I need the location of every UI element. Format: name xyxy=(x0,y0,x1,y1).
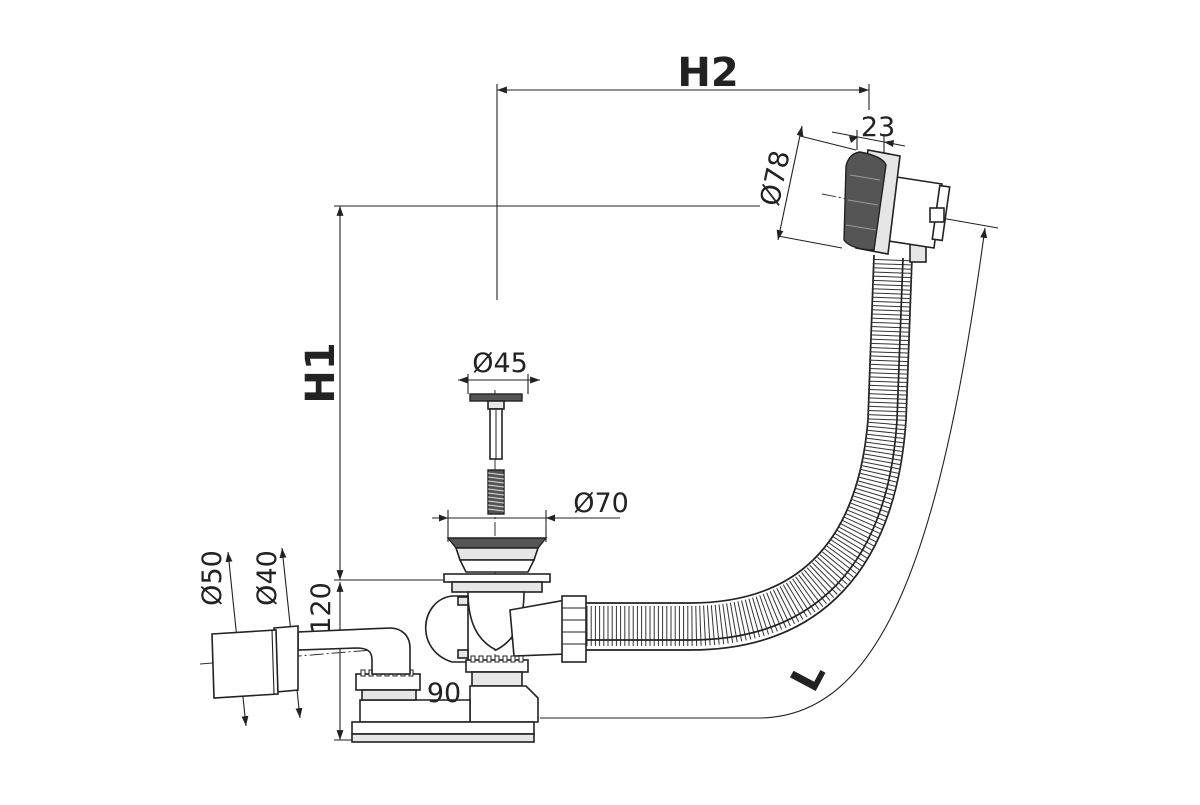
hose-rib xyxy=(870,339,910,340)
hose-rib xyxy=(873,264,913,265)
hose-rib xyxy=(867,406,907,407)
hose-rib xyxy=(859,473,898,482)
hose-rib xyxy=(804,570,830,601)
label-d50: Ø50 xyxy=(197,550,228,606)
hose-rib xyxy=(869,364,909,365)
nut-tooth xyxy=(471,656,475,662)
hose-rib xyxy=(870,348,910,349)
outlet-pipe xyxy=(212,630,278,698)
hose-rib xyxy=(860,469,899,478)
hose-rib xyxy=(871,301,911,302)
label-120: 120 xyxy=(306,582,337,634)
hose-rib xyxy=(870,327,910,328)
hose-rib xyxy=(825,549,857,574)
hose-rib xyxy=(866,434,906,438)
hose-rib xyxy=(861,462,900,470)
hose-rib xyxy=(873,259,913,260)
label-h2: H2 xyxy=(677,50,738,96)
hose-rib xyxy=(871,314,911,315)
hose-rib xyxy=(868,398,908,399)
hose-rib xyxy=(868,385,908,386)
label-90: 90 xyxy=(427,678,461,709)
hose-rib xyxy=(820,555,850,581)
plug-cap xyxy=(470,394,522,401)
hose-rib xyxy=(873,268,913,269)
hose-rib xyxy=(870,335,910,336)
hose-rib xyxy=(869,377,909,378)
plug-assembly xyxy=(470,394,522,514)
nut-tooth xyxy=(511,656,515,662)
hose-rib xyxy=(867,410,907,411)
hose-rib xyxy=(868,402,908,403)
hose-rib xyxy=(818,557,848,584)
hose-rib xyxy=(865,438,905,443)
hose-rib xyxy=(861,465,900,473)
nut-tooth xyxy=(479,656,483,662)
label-23: 23 xyxy=(861,112,895,143)
drain-base xyxy=(352,722,534,734)
hose-rib xyxy=(867,422,907,425)
hose-rib xyxy=(868,389,908,390)
hose-rib xyxy=(871,310,911,311)
hose-rib xyxy=(866,426,906,430)
hose-rib xyxy=(822,552,853,577)
label-d45: Ø45 xyxy=(472,348,528,379)
hose-rib xyxy=(869,373,909,374)
hose-rib xyxy=(866,430,906,434)
nut-tooth xyxy=(519,656,523,662)
label-d40: Ø40 xyxy=(252,550,283,606)
nut-tooth xyxy=(503,656,507,662)
hose-rib xyxy=(810,565,837,594)
nut-tooth xyxy=(361,670,365,676)
hose-rib xyxy=(872,285,912,286)
hose-rib xyxy=(807,568,834,598)
label-d78: Ø78 xyxy=(755,148,797,209)
label-d70: Ø70 xyxy=(573,488,629,519)
hose-rib xyxy=(812,563,840,591)
overflow-head xyxy=(844,150,950,254)
hose-rib xyxy=(869,360,909,361)
nut-tooth xyxy=(487,656,491,662)
hose-rib xyxy=(871,318,911,319)
hose-rib xyxy=(871,322,911,323)
flexible-hose xyxy=(500,232,926,650)
hose-rib xyxy=(872,289,912,290)
hose-rib xyxy=(870,331,910,332)
hose-rib xyxy=(867,415,907,416)
hose-rib xyxy=(799,575,823,607)
hose-rib xyxy=(868,394,908,395)
hose-rib xyxy=(869,356,909,357)
hose-rib xyxy=(871,297,911,298)
hose-rib xyxy=(801,572,826,603)
nut-tooth xyxy=(495,656,499,662)
hose-rib xyxy=(871,306,911,307)
plug-spring xyxy=(488,470,504,514)
hose-rib xyxy=(868,381,908,382)
hose-rib xyxy=(815,560,844,588)
label-h1: H1 xyxy=(298,342,344,403)
hose-rib xyxy=(869,352,909,353)
hose-rib xyxy=(872,272,912,273)
hose-rib xyxy=(872,276,912,277)
hose-rib xyxy=(872,280,912,281)
hose-rib xyxy=(869,369,909,370)
hose-rib xyxy=(867,419,907,420)
hose-rib xyxy=(870,343,910,344)
label-l: L xyxy=(782,655,835,699)
hose-rib xyxy=(872,293,912,294)
hose-rib xyxy=(858,477,897,487)
hose-rib xyxy=(862,458,901,465)
